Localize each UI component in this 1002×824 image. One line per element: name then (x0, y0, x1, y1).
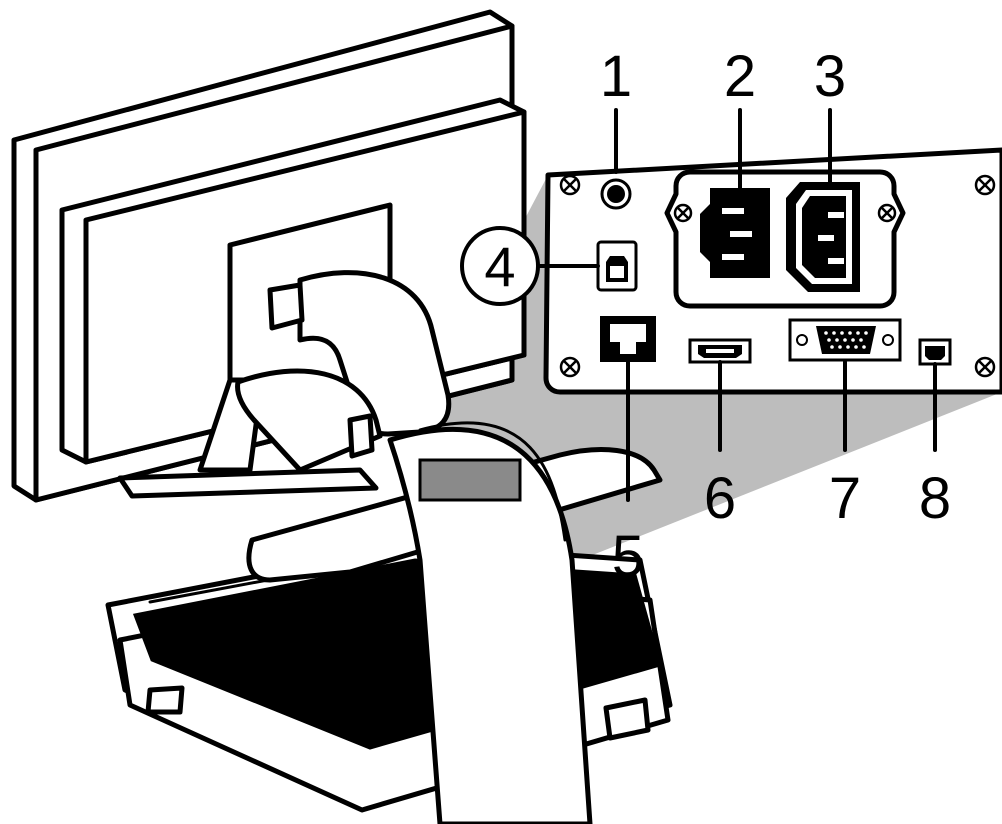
callout-5: 5 (612, 524, 644, 589)
screw-top-left (559, 174, 581, 196)
screw-top-right (974, 174, 996, 196)
mini-usb-port (918, 338, 952, 366)
callout-7: 7 (829, 466, 861, 531)
callouts: 1 2 3 4 5 6 7 8 (460, 44, 951, 589)
power-inlet (786, 182, 860, 292)
leader-lines (538, 108, 937, 502)
callout-2: 2 (724, 44, 756, 109)
screw-bottom-left (559, 356, 581, 378)
callout-4: 4 (484, 235, 515, 298)
callout-4-badge: 4 (460, 226, 540, 306)
ethernet-port (600, 316, 656, 362)
callout-8: 8 (919, 466, 951, 531)
camera-arm (235, 270, 663, 824)
io-panel-zoom (543, 147, 1002, 395)
hdmi-port (688, 338, 752, 364)
callout-6: 6 (704, 466, 736, 531)
screw-bottom-right (974, 356, 996, 378)
callout-1: 1 (600, 44, 632, 109)
audio-jack (600, 178, 632, 210)
screw-power-right (877, 203, 897, 223)
screw-power-left (673, 203, 693, 223)
power-outlet (700, 188, 770, 278)
callout-3: 3 (814, 44, 846, 109)
vga-port (788, 318, 902, 362)
usb-b-port (596, 240, 638, 292)
